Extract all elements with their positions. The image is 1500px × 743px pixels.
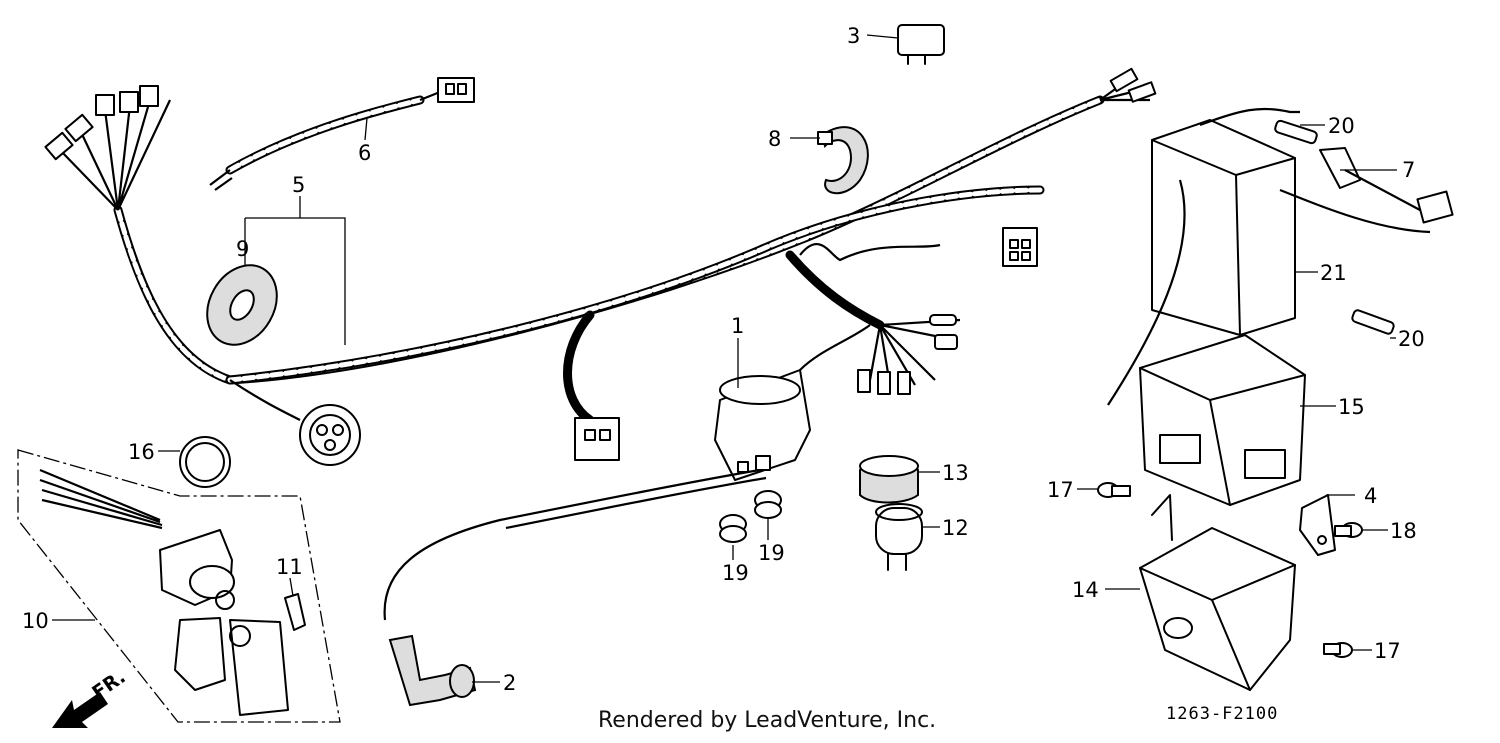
callout-17-lower[interactable]: 17 bbox=[1374, 639, 1401, 663]
battery-tray-part-14[interactable] bbox=[1139, 494, 1296, 691]
callout-4[interactable]: 4 bbox=[1364, 484, 1377, 508]
seal-ring-part-16[interactable] bbox=[179, 436, 231, 488]
callout-19-left[interactable]: 19 bbox=[722, 561, 749, 585]
callout-14[interactable]: 14 bbox=[1072, 578, 1099, 602]
callout-18[interactable]: 18 bbox=[1390, 519, 1417, 543]
key-cap-part-11[interactable] bbox=[284, 593, 306, 631]
ignition-coil-part-1[interactable] bbox=[383, 324, 871, 621]
callout-9[interactable]: 9 bbox=[236, 237, 249, 261]
callout-11[interactable]: 11 bbox=[276, 555, 303, 579]
ignition-switch-part-10[interactable] bbox=[17, 449, 341, 723]
fuse-part-20-lower[interactable] bbox=[1351, 309, 1395, 335]
rubber-mount-part-13[interactable] bbox=[859, 455, 919, 504]
bracket-part-4[interactable] bbox=[1299, 494, 1336, 556]
callout-7[interactable]: 7 bbox=[1402, 158, 1415, 182]
grommet-part-9[interactable] bbox=[193, 253, 290, 358]
callout-12[interactable]: 12 bbox=[942, 516, 969, 540]
callout-20-upper[interactable]: 20 bbox=[1328, 114, 1355, 138]
callout-21[interactable]: 21 bbox=[1320, 261, 1347, 285]
bolt-part-17-upper[interactable] bbox=[1097, 482, 1131, 498]
spark-plug-cap-part-2[interactable] bbox=[388, 634, 477, 707]
callout-15[interactable]: 15 bbox=[1338, 395, 1365, 419]
callout-3[interactable]: 3 bbox=[847, 24, 860, 48]
diagram-code: 1263-F2100 bbox=[1166, 704, 1279, 724]
leader-lines bbox=[52, 34, 1397, 683]
front-direction-arrow: FR. bbox=[52, 666, 130, 728]
callout-8[interactable]: 8 bbox=[768, 127, 781, 151]
battery-part-21[interactable] bbox=[1107, 107, 1431, 406]
callout-10[interactable]: 10 bbox=[22, 609, 49, 633]
callout-19-right[interactable]: 19 bbox=[758, 541, 785, 565]
callout-2[interactable]: 2 bbox=[503, 671, 516, 695]
callout-17-upper[interactable]: 17 bbox=[1047, 478, 1074, 502]
fuse-part-20-upper[interactable] bbox=[1274, 119, 1318, 145]
fuse-holder-part-7[interactable] bbox=[1319, 147, 1454, 224]
main-wire-harness[interactable] bbox=[44, 67, 1157, 466]
callout-20-lower[interactable]: 20 bbox=[1398, 327, 1425, 351]
callout-13[interactable]: 13 bbox=[942, 461, 969, 485]
bolt-part-17-lower[interactable] bbox=[1323, 642, 1353, 658]
relay-part-3[interactable] bbox=[897, 24, 945, 65]
callout-5[interactable]: 5 bbox=[292, 173, 305, 197]
callout-16[interactable]: 16 bbox=[128, 440, 155, 464]
credit-text: Rendered by LeadVenture, Inc. bbox=[598, 708, 937, 733]
callout-labels: 1 2 3 4 5 6 7 8 9 10 11 12 13 14 15 16 1… bbox=[22, 24, 1425, 695]
rubber-damper-part-19[interactable] bbox=[719, 490, 782, 543]
callout-6[interactable]: 6 bbox=[358, 141, 371, 165]
battery-case-part-15[interactable] bbox=[1139, 334, 1306, 506]
wire-clamp-part-8[interactable] bbox=[817, 126, 869, 195]
sub-harness-part-6[interactable] bbox=[209, 77, 475, 191]
callout-1[interactable]: 1 bbox=[731, 314, 744, 338]
bolt-part-18[interactable] bbox=[1334, 522, 1363, 538]
flasher-relay-part-12[interactable] bbox=[875, 503, 923, 571]
